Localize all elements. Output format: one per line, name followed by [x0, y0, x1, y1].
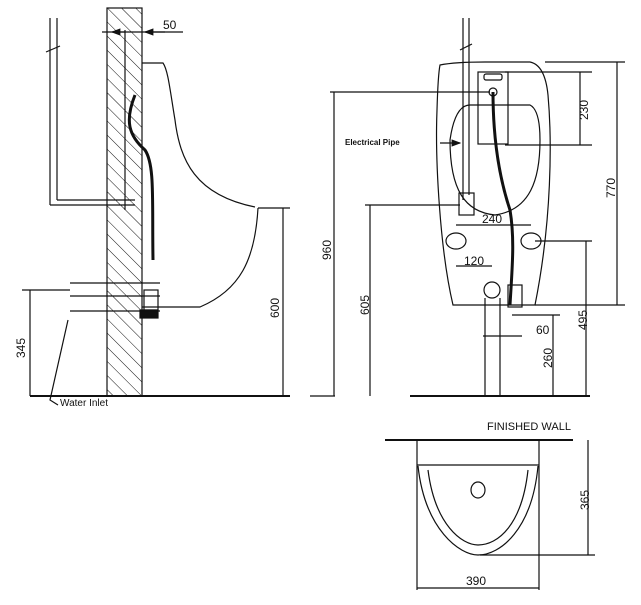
dim-full-height: 960 — [320, 239, 334, 260]
finished-wall-title: FINISHED WALL — [487, 421, 571, 433]
dim-half-spacing: 120 — [464, 254, 485, 268]
dim-valve-height: 260 — [541, 347, 555, 368]
dim-inlet-height: 345 — [14, 337, 28, 358]
dim-mount-height: 605 — [358, 294, 372, 315]
dim-hole-height: 495 — [576, 309, 590, 330]
dim-total-height: 600 — [268, 297, 282, 318]
dim-hole-spacing: 240 — [482, 212, 503, 226]
front-view — [310, 18, 625, 397]
side-view — [22, 7, 290, 406]
dim-outlet-offset: 60 — [536, 323, 550, 337]
dim-overall: 770 — [604, 177, 618, 198]
dim-depth: 365 — [578, 489, 592, 510]
dim-top-section: 230 — [577, 99, 591, 120]
dim-wall-offset: 50 — [163, 18, 177, 32]
dim-width: 390 — [466, 574, 487, 588]
plan-view — [385, 439, 595, 590]
electrical-pipe-label: Electrical Pipe — [345, 138, 400, 147]
water-inlet-label: Water Inlet — [60, 398, 108, 409]
